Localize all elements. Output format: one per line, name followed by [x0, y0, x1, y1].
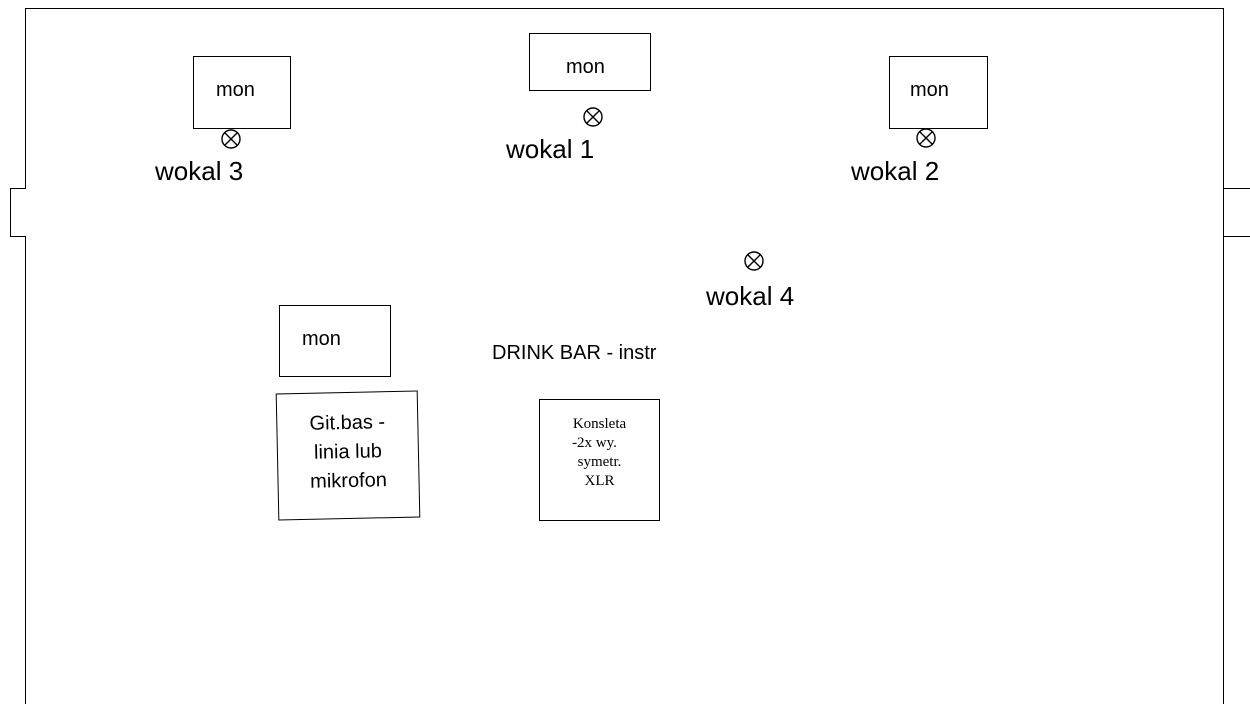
- monitor-label: mon: [302, 328, 341, 350]
- console-line-3: symetr.: [577, 454, 622, 470]
- monitor-vocal-1: mon: [529, 33, 651, 91]
- monitor-vocal-2: mon: [889, 56, 988, 129]
- vocal-1-label: wokal 1: [506, 134, 595, 164]
- microphone-icon: [583, 107, 603, 127]
- monitor-vocal-3: mon: [193, 56, 291, 129]
- left-side-wing: [10, 188, 26, 237]
- bass-label: Git.bas - linia lub mikrofon: [277, 408, 419, 498]
- vocal-2-label: wokal 2: [851, 156, 940, 186]
- vocal-3-label: wokal 3: [155, 156, 244, 186]
- monitor-label: mon: [566, 56, 605, 78]
- bass-guitar-box: Git.bas - linia lub mikrofon: [275, 390, 421, 521]
- console-label: Konsleta -2x wy. symetr. XLR: [540, 415, 659, 491]
- bass-line-1: Git.bas -: [309, 411, 386, 435]
- monitor-bass: mon: [279, 305, 391, 377]
- monitor-label: mon: [216, 79, 255, 101]
- monitor-label: mon: [910, 79, 949, 101]
- console-line-1: Konsleta: [572, 416, 627, 432]
- microphone-icon: [221, 129, 241, 149]
- microphone-icon: [744, 251, 764, 271]
- right-side-wing: [1224, 188, 1250, 237]
- bass-line-2: linia lub: [313, 440, 383, 464]
- console-line-2: -2x wy.: [572, 435, 617, 451]
- console-box: Konsleta -2x wy. symetr. XLR: [539, 399, 660, 521]
- band-name: DRINK BAR - instr: [492, 342, 657, 364]
- stage-outline: [25, 8, 1224, 704]
- bass-line-3: mikrofon: [309, 469, 388, 493]
- vocal-4-label: wokal 4: [706, 281, 795, 311]
- microphone-icon: [916, 128, 936, 148]
- console-line-4: XLR: [584, 473, 615, 489]
